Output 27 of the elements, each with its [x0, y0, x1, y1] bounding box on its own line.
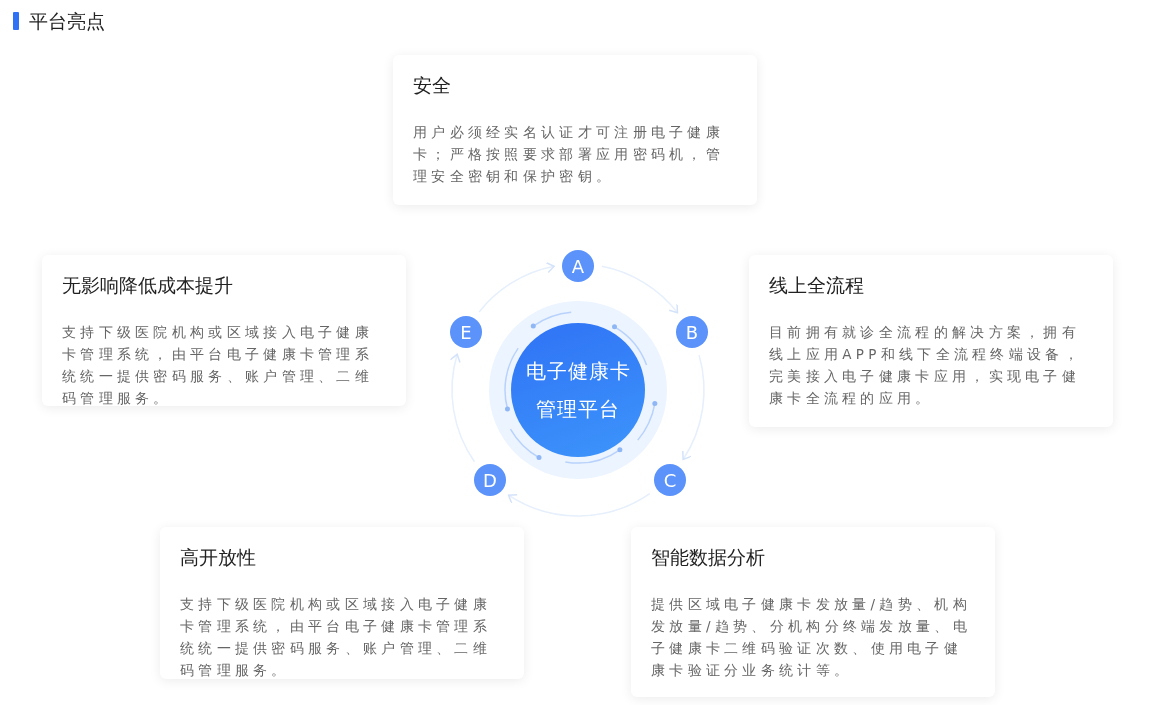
- platform-name: 电子健康卡管理平台: [524, 358, 632, 423]
- arrow: [507, 492, 651, 517]
- card-heading: 安全: [413, 73, 451, 98]
- card-heading: 线上全流程: [769, 273, 864, 298]
- card-description: 提供区域电子健康卡发放量/趋势、机构发放量/趋势、分机构分终端发放量、电子健康卡二维码验证次数、使用电子健康卡验证分业务统计等。: [651, 595, 972, 680]
- step-letter: C: [663, 469, 677, 491]
- step-circle: [676, 316, 708, 348]
- card-heading: 智能数据分析: [651, 545, 765, 570]
- step-circle: [474, 464, 506, 496]
- step-letter: D: [483, 469, 497, 491]
- card-heading: 高开放性: [180, 545, 256, 570]
- step-circle: [450, 316, 482, 348]
- card-description: 支持下级医院机构或区域接入电子健康卡管理系统，由平台电子健康卡管理系统统一提供密码服务、账户管理、二维码管理服务。: [62, 323, 375, 408]
- arrow: [478, 262, 555, 313]
- arrow: [601, 265, 679, 314]
- step-letter: E: [460, 321, 472, 343]
- step-letter: B: [685, 321, 699, 343]
- step-circle: [654, 464, 686, 496]
- card-description: 目前拥有就诊全流程的解决方案，拥有线上应用APP和线下全流程终端设备，完美接入电子健康卡应用，实现电子健康卡全流程的应用。: [769, 323, 1083, 408]
- step-letter: A: [571, 255, 585, 277]
- arrow: [681, 354, 705, 461]
- card-heading: 无影响降低成本提升: [62, 273, 233, 298]
- section-title: 平台亮点: [29, 9, 105, 34]
- card-description: 支持下级医院机构或区域接入电子健康卡管理系统，由平台电子健康卡管理系统统一提供密码服务、账户管理、二维码管理服务。: [180, 595, 493, 680]
- arrow: [450, 353, 476, 463]
- step-circle: [562, 250, 594, 282]
- card-description: 用户必须经实名认证才可注册电子健康卡；严格按照要求部署应用密码机，管理安全密钥和保护密钥。: [413, 123, 726, 186]
